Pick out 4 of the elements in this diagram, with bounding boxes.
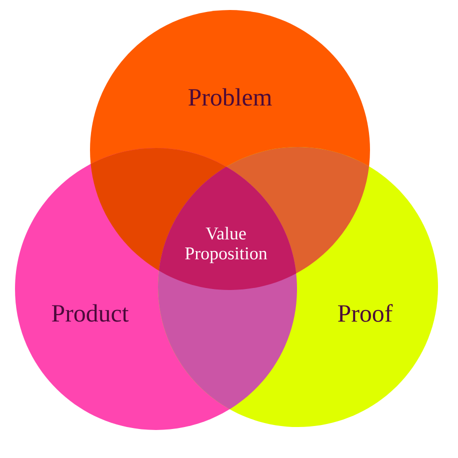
circle-label: Problem bbox=[188, 88, 272, 106]
center-label: Value Proposition bbox=[185, 226, 268, 264]
circle-label: Product bbox=[52, 304, 129, 322]
circle-label: Proof bbox=[338, 304, 393, 322]
